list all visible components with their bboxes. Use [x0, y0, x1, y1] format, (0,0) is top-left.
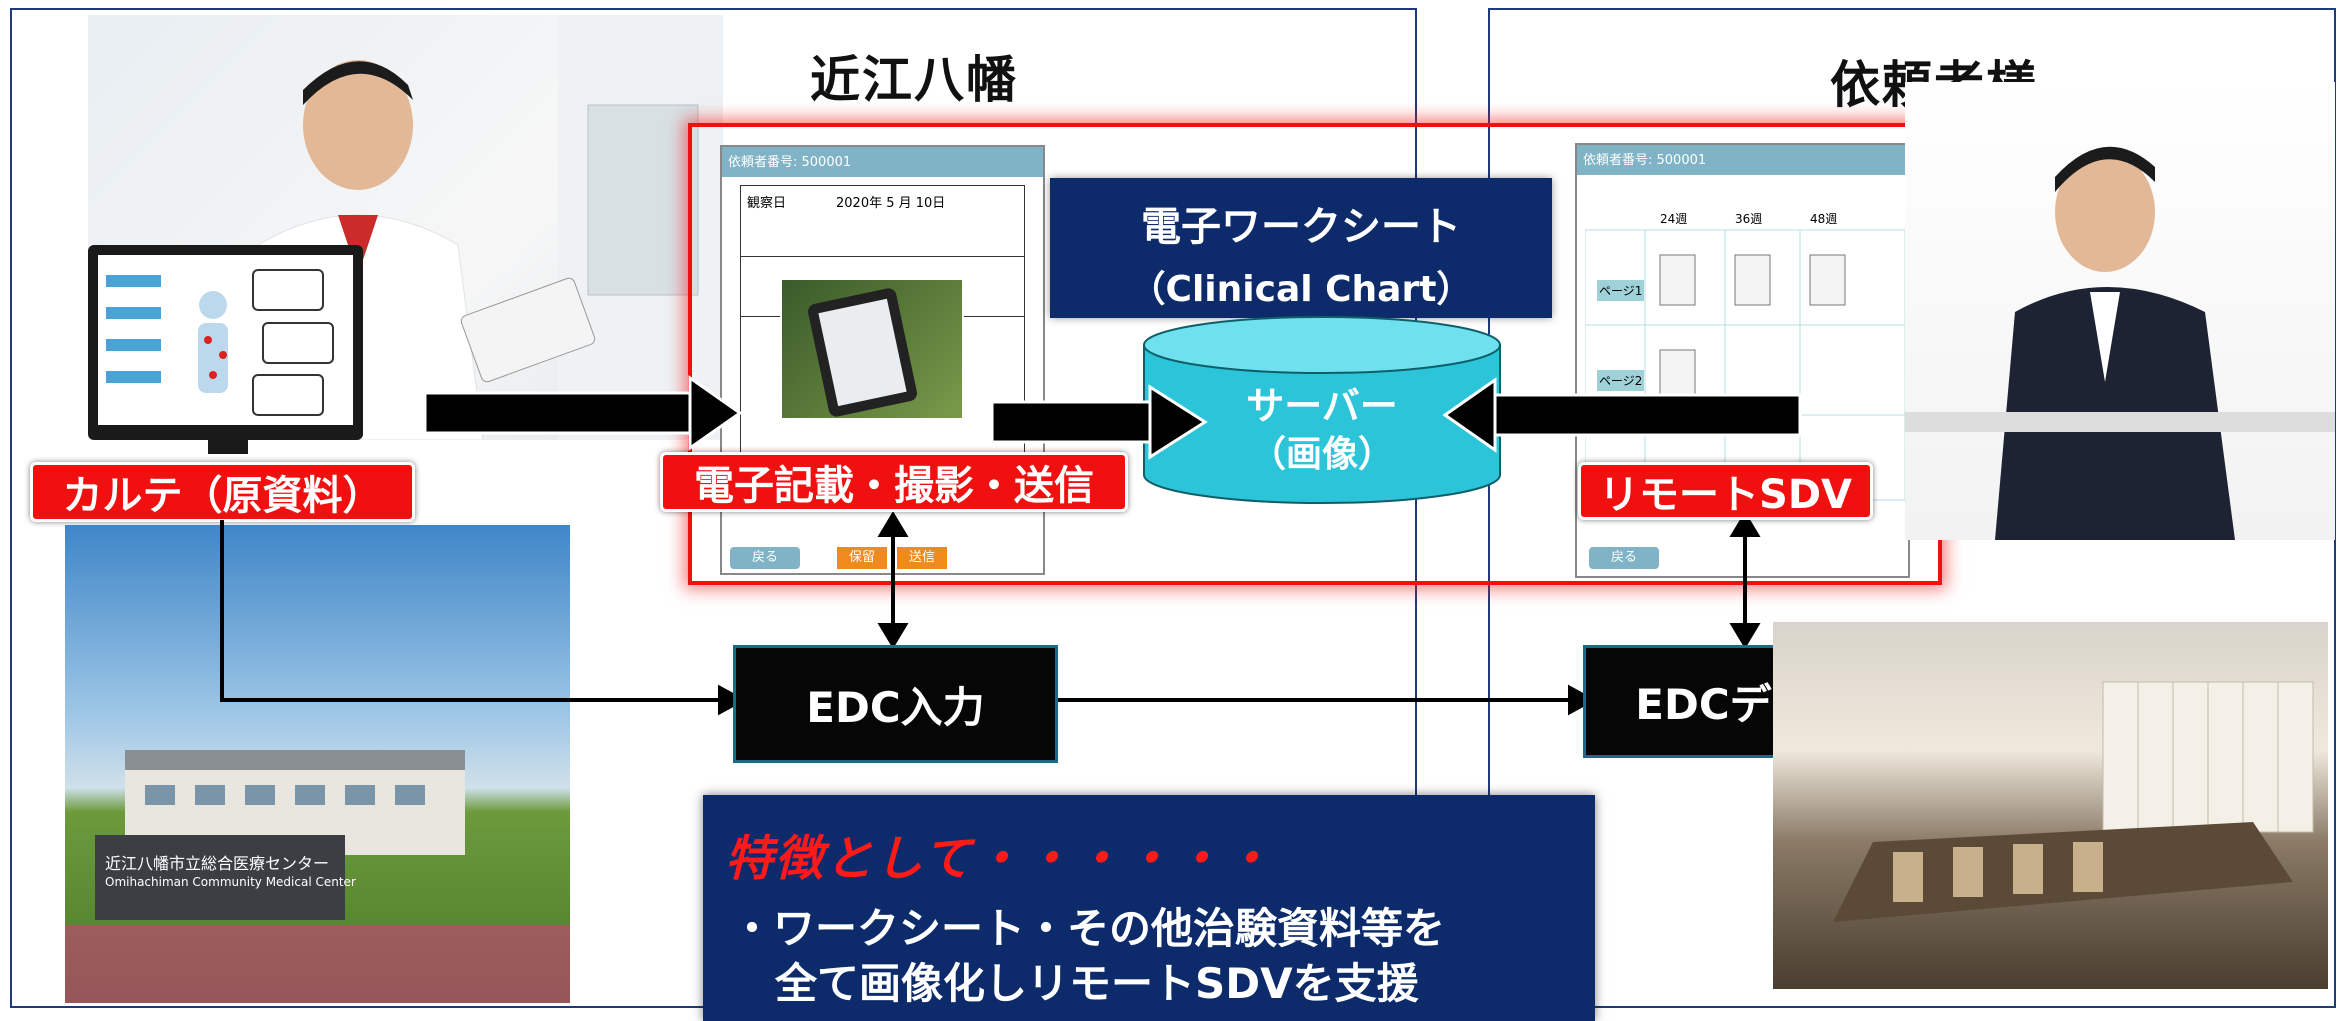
server-cylinder: [1143, 316, 1501, 504]
features-heading: 特徴として・・・・・・: [725, 831, 1274, 887]
tablet-hand-photo: [780, 278, 964, 420]
edc-input-box: EDC入力: [733, 645, 1058, 763]
conference-room-photo: [1773, 622, 2328, 989]
features-line-2: 全て画像化しリモートSDVを支援: [775, 959, 1419, 1008]
karte-label: カルテ（原資料）: [30, 462, 415, 522]
title-left: 近江八幡: [810, 51, 1018, 109]
sdv-col-2: 36週: [1735, 212, 1763, 226]
features-line-1: ・ワークシート・その他治験資料等を: [731, 904, 1446, 953]
tablet-send-button[interactable]: 送信: [897, 547, 947, 569]
businessman-photo: [1905, 82, 2335, 540]
worksheet-title: 電子ワークシート: [1141, 204, 1461, 250]
server-sublabel: （画像）: [1249, 434, 1394, 475]
doctor-photo: [88, 15, 723, 440]
worksheet-subtitle: （Clinical Chart）: [1129, 269, 1473, 310]
features-box: 特徴として・・・・・・ ・ワークシート・その他治験資料等を 全て画像化しリモート…: [703, 795, 1595, 1021]
hospital-sign-name: 近江八幡市立総合医療センター: [105, 854, 330, 873]
sdv-col-1: 24週: [1660, 212, 1688, 226]
tablet-save-button[interactable]: 保留: [837, 547, 887, 569]
sdv-tablet-header: 依頼者番号: 500001: [1577, 145, 1908, 175]
right-panel: [1488, 8, 2336, 1008]
sdv-grid: 24週 36週 48週 ページ1 ページ2: [1585, 210, 1905, 510]
tablet-header: 依頼者番号: 500001: [722, 147, 1043, 177]
capture-label: 電子記載・撮影・送信: [660, 452, 1128, 512]
worksheet-box: 電子ワークシート （Clinical Chart）: [1050, 178, 1552, 318]
observation-date-value: 2020年 5 月 10日: [836, 196, 946, 211]
tablet-back-button[interactable]: 戻る: [730, 547, 800, 569]
hospital-photo: 近江八幡市立総合医療センター Omihachiman Community Med…: [65, 525, 570, 1003]
sdv-grid-lines: [1585, 229, 1905, 501]
remote-sdv-label: リモートSDV: [1578, 462, 1873, 520]
sdv-col-3: 48週: [1810, 212, 1838, 226]
sdv-row-2: ページ2: [1597, 370, 1645, 391]
hospital-sign-english: Omihachiman Community Medical Center: [105, 875, 356, 889]
server-label: サーバー: [1246, 384, 1398, 428]
observation-date-label: 観察日: [747, 196, 787, 211]
monitor-illustration: [88, 245, 363, 460]
sdv-back-button[interactable]: 戻る: [1589, 547, 1659, 569]
sdv-row-1: ページ1: [1597, 280, 1645, 301]
doctor-illustration: [237, 15, 723, 440]
